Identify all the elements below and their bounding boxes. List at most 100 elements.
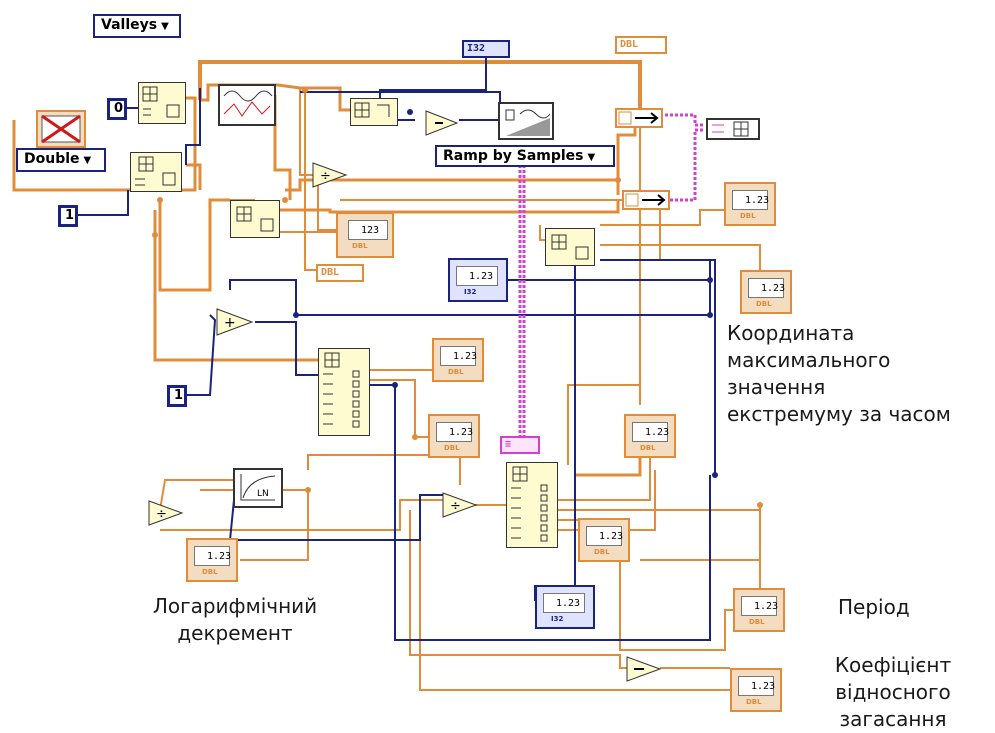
indicator-max-coordinate: 1.23 DBL [740,270,792,314]
array-multi-index-icon [323,352,360,428]
array-indicator-value: 123 [348,220,388,240]
bundle-icon [618,111,659,125]
indicator-mid-1: 1.23 DBL [432,338,484,382]
period-label: Період [838,595,910,619]
add-icon: + [216,308,254,336]
indicator-log-decrement: 1.23 DBL [186,538,238,582]
indicator-top-right: 1.23 DBL [724,182,776,226]
constant-one-top[interactable]: 1 [58,205,78,227]
build-array-icon [712,121,749,137]
dbl-terminal-top: DBL [615,36,667,54]
dbl-tag: DBL [746,698,762,706]
divide-node-mid[interactable]: ÷ [442,492,478,518]
ramp-generator-node[interactable] [498,102,554,140]
natural-log-node[interactable]: LN [233,468,283,508]
indicator-value: 1.23 [456,266,498,286]
bundle-node-1[interactable] [615,108,663,128]
negate-node[interactable] [425,110,459,136]
peaks-valleys-selector[interactable]: Valleys▼ [93,14,181,38]
indicator-i32-bottom: 1.23 I32 [535,585,595,629]
indicator-mid-4: 1.23 DBL [578,518,630,562]
indicator-damping: 1.23 DBL [730,668,782,712]
dbl-tag: DBL [202,568,218,576]
log-decrement-line-1: Логарифмічний [152,594,318,618]
subtract-node[interactable] [626,656,662,682]
dbl-terminal-mid: DBL [316,264,364,282]
build-array-node[interactable] [706,118,760,140]
dropdown-arrow-icon: ▼ [83,155,92,166]
damping-line-3: загасання [839,707,947,731]
indicator-value: 1.23 [586,526,623,546]
array-multi-index-icon [511,466,548,542]
indicator-value: 1.23 [440,346,477,366]
array-index-icon [135,156,176,186]
peaks-valleys-value: Valleys [101,17,158,33]
damping-line-1: Коефіцієнт [834,653,952,677]
dbl-tag: DBL [448,368,464,376]
indicator-mid-3: 1.23 DBL [624,414,676,458]
svg-text:+: + [224,315,236,331]
dbl-tag: DBL [756,300,772,308]
indicator-i32-top: 1.23 I32 [448,258,508,302]
i32-tag: I32 [551,615,564,623]
max-coordinate-line-3: значення [727,375,826,399]
ramp-mode-selector[interactable]: Ramp by Samples▼ [435,145,615,167]
svg-text:LN: LN [257,489,269,499]
peak-detector-node[interactable] [218,84,276,126]
constant-zero[interactable]: 0 [107,98,127,120]
dbl-tag: DBL [352,242,368,250]
dbl-tag: DBL [740,212,756,220]
indicator-mid-2: 1.23 DBL [428,414,480,458]
dbl-tag: DBL [749,618,765,626]
indicator-value: 1.23 [748,278,785,298]
max-coordinate-label: Координата максимального значення екстре… [727,320,951,428]
ln-icon: LN [240,474,276,501]
disabled-type-icon [36,110,86,148]
indicator-value: 1.23 [543,593,585,613]
crossed-out-icon [41,114,81,144]
array-index-icon [236,206,274,232]
index-array-node-1[interactable] [138,82,186,124]
max-coordinate-line-4: екстремуму за часом [727,402,951,426]
constant-one-bottom[interactable]: 1 [167,385,187,407]
array-subset-icon [354,102,390,118]
divide-icon: ÷ [442,492,478,518]
dbl-tag: DBL [640,444,656,452]
divide-node-left[interactable]: ÷ [148,500,184,526]
indicator-value: 1.23 [632,422,669,442]
ramp-mode-value: Ramp by Samples [443,148,584,164]
max-coordinate-line-2: максимального [727,348,891,372]
index-array-node-5[interactable] [318,348,370,436]
array-subset-node[interactable] [350,98,398,126]
indicator-value: 1.23 [194,546,231,566]
index-array-node-4[interactable] [545,228,595,266]
dbl-tag: DBL [444,444,460,452]
dropdown-arrow-icon: ▼ [161,21,169,32]
bundle-node-2[interactable] [622,190,670,210]
dropdown-arrow-icon: ▼ [587,152,596,163]
i32-tag: I32 [464,288,477,296]
divide-node-top[interactable]: ÷ [312,162,348,188]
index-array-node-3[interactable] [230,200,280,238]
log-decrement-line-2: декремент [177,621,293,645]
array-index-icon [551,234,589,260]
index-array-node-6[interactable] [506,462,558,548]
cluster-terminal: ≡ [500,436,540,454]
divide-icon: ÷ [312,162,348,188]
data-type-value: Double [24,151,80,167]
i32-terminal: I32 [462,40,510,58]
array-index-icon [142,86,180,118]
indicator-value: 1.23 [436,422,473,442]
subtract-icon [626,656,662,682]
max-coordinate-line-1: Координата [727,321,855,345]
indicator-value: 1.23 [732,190,769,210]
indicator-period: 1.23 DBL [733,588,785,632]
indicator-value: 1.23 [741,596,778,616]
index-array-node-2[interactable] [130,152,182,192]
log-decrement-label: Логарифмічний декремент [135,593,335,647]
svg-text:÷: ÷ [320,169,331,184]
svg-text:÷: ÷ [156,507,167,522]
data-type-selector[interactable]: Double▼ [16,148,106,172]
ramp-signal-icon [505,109,551,136]
add-node[interactable]: + [216,308,254,336]
